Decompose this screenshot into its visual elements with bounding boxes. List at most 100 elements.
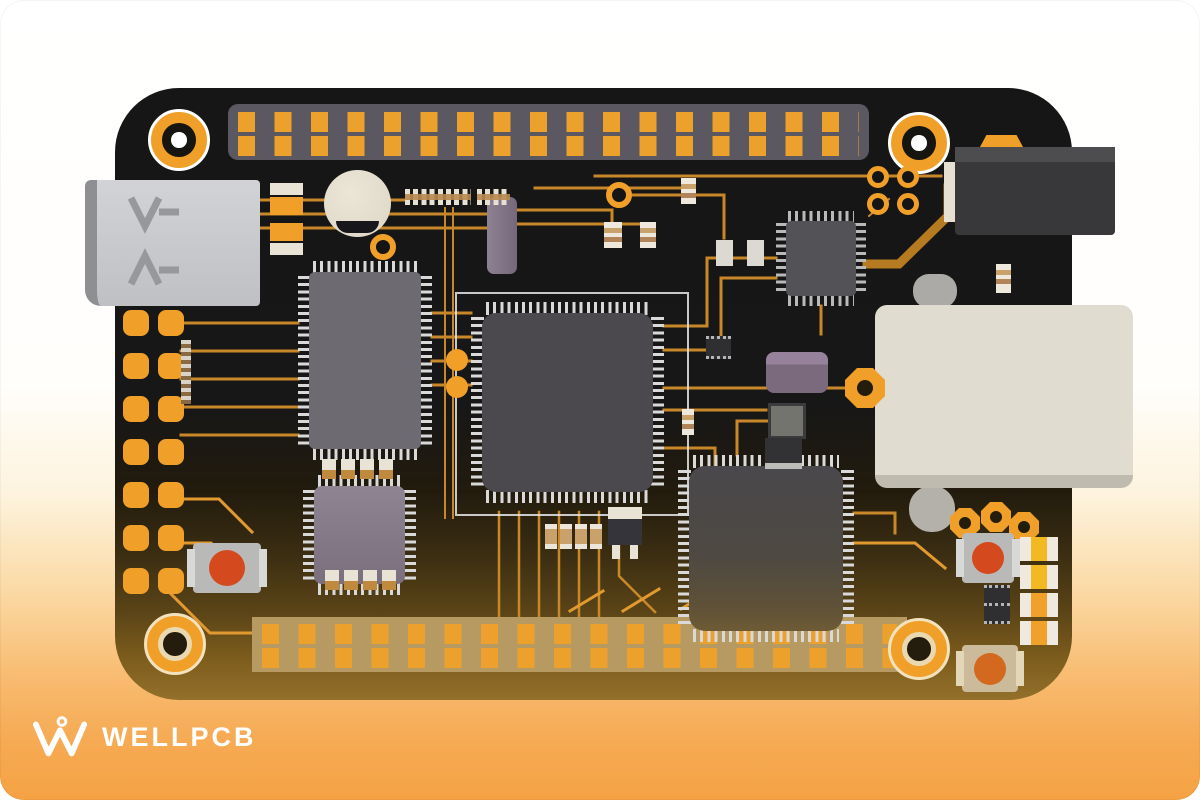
pin-header-bottom-row2 xyxy=(262,648,897,668)
tantalum-capacitor xyxy=(766,352,828,393)
usb-fork-icon xyxy=(127,196,179,286)
button-actuator xyxy=(209,550,245,586)
capacitor xyxy=(590,524,602,549)
chip-pins-right xyxy=(403,490,416,580)
button-actuator xyxy=(974,652,1006,685)
chip-pins-bottom xyxy=(486,490,649,503)
solder-pad xyxy=(158,439,184,465)
test-pad-ladder xyxy=(181,340,191,404)
solder-pad xyxy=(123,353,149,379)
mounting-hole-bottom-left xyxy=(144,613,206,675)
resistor-4 xyxy=(996,264,1011,293)
capacitor-2 xyxy=(747,240,764,266)
solder-pad xyxy=(123,525,149,551)
capacitor xyxy=(560,524,572,549)
via-2 xyxy=(606,182,632,208)
capacitor-array-2 xyxy=(477,189,510,205)
solder-pad xyxy=(158,396,184,422)
via-6 xyxy=(897,193,919,215)
wellpcb-logo: WELLPCB xyxy=(32,714,256,760)
resistor-3 xyxy=(681,178,696,204)
via-4 xyxy=(897,166,919,188)
via-7 xyxy=(446,349,468,371)
resistor-2 xyxy=(640,222,656,248)
capacitor xyxy=(545,524,557,549)
chip-pins-bottom xyxy=(693,629,839,642)
jack-tab xyxy=(944,162,955,222)
chip-pins-right xyxy=(853,223,866,294)
led-bank xyxy=(1020,537,1058,649)
sot223-regulator xyxy=(608,507,642,565)
chip-body xyxy=(314,486,405,584)
chip-pins-bottom xyxy=(313,447,417,460)
ethernet-tab-bottom xyxy=(909,486,955,532)
chip-pins-right xyxy=(651,317,664,488)
io-qfp-chip xyxy=(776,211,866,306)
capacitor-marking xyxy=(336,221,379,233)
smd-ic-small-3 xyxy=(984,603,1010,624)
hole-core xyxy=(171,132,187,148)
tactile-button-1 xyxy=(187,543,267,593)
smd-led xyxy=(1020,565,1058,589)
hole-ring xyxy=(162,123,196,157)
chip-pins-left xyxy=(298,276,311,445)
solder-pad xyxy=(158,310,184,336)
chip-pins-left xyxy=(776,223,789,294)
solder-pad xyxy=(360,459,374,479)
pin-header-top-row2 xyxy=(238,136,859,156)
electrolytic-capacitor xyxy=(324,170,391,237)
capacitor-group xyxy=(545,524,605,554)
solder-pad xyxy=(123,396,149,422)
chip-pins-right xyxy=(419,276,432,445)
solder-pad xyxy=(270,183,303,195)
chip-pins-left xyxy=(678,470,691,627)
hole-core xyxy=(911,135,927,151)
usb-a-connector xyxy=(85,180,260,306)
solder-pad xyxy=(158,353,184,379)
chip-pins-bottom xyxy=(788,293,854,306)
flash-qfp-chip xyxy=(303,475,416,595)
smd-led xyxy=(1020,537,1058,561)
solder-pad xyxy=(158,482,184,508)
regulator-leg xyxy=(630,545,638,559)
pcb-board xyxy=(85,88,1133,700)
via-5 xyxy=(867,193,889,215)
hole-core xyxy=(163,632,187,656)
solder-pad xyxy=(382,570,396,590)
pin-header-top xyxy=(228,104,869,160)
solder-pad xyxy=(158,525,184,551)
ferrite-footprint xyxy=(270,183,303,255)
pad-row-below-memory xyxy=(325,570,401,595)
smd-led xyxy=(1020,593,1058,617)
hole-core xyxy=(907,637,931,661)
cpu-silkscreen-outline xyxy=(455,292,689,516)
capacitor xyxy=(575,524,587,549)
memory-tsop-chip xyxy=(298,261,432,460)
resistor-5 xyxy=(682,409,694,435)
regulator-leg xyxy=(612,545,620,559)
ethernet-connector xyxy=(875,305,1133,488)
solder-pad xyxy=(270,223,303,241)
ethernet-tab-top xyxy=(913,274,957,308)
solder-pad xyxy=(270,243,303,255)
chip-body xyxy=(309,272,421,449)
pin-header-top-row1 xyxy=(238,112,859,132)
chip-body xyxy=(786,221,856,296)
jack-pad xyxy=(980,135,1023,147)
network-qfp-chip xyxy=(678,455,854,642)
solder-pad xyxy=(123,482,149,508)
chip-pins-left xyxy=(303,490,316,580)
chip-body xyxy=(482,313,653,492)
regulator-tab xyxy=(608,507,642,519)
pad-row-above-flash xyxy=(322,459,398,484)
via-3 xyxy=(867,166,889,188)
via-8 xyxy=(446,376,468,398)
tactile-button-2 xyxy=(956,533,1020,583)
w-logo-icon xyxy=(32,716,88,757)
mounting-hole-top-right xyxy=(888,112,950,174)
chip-pins-right xyxy=(841,470,854,627)
mounting-hole-bottom-right xyxy=(888,618,950,680)
resistor-1 xyxy=(604,222,622,248)
capacitor-array-1 xyxy=(405,189,471,205)
